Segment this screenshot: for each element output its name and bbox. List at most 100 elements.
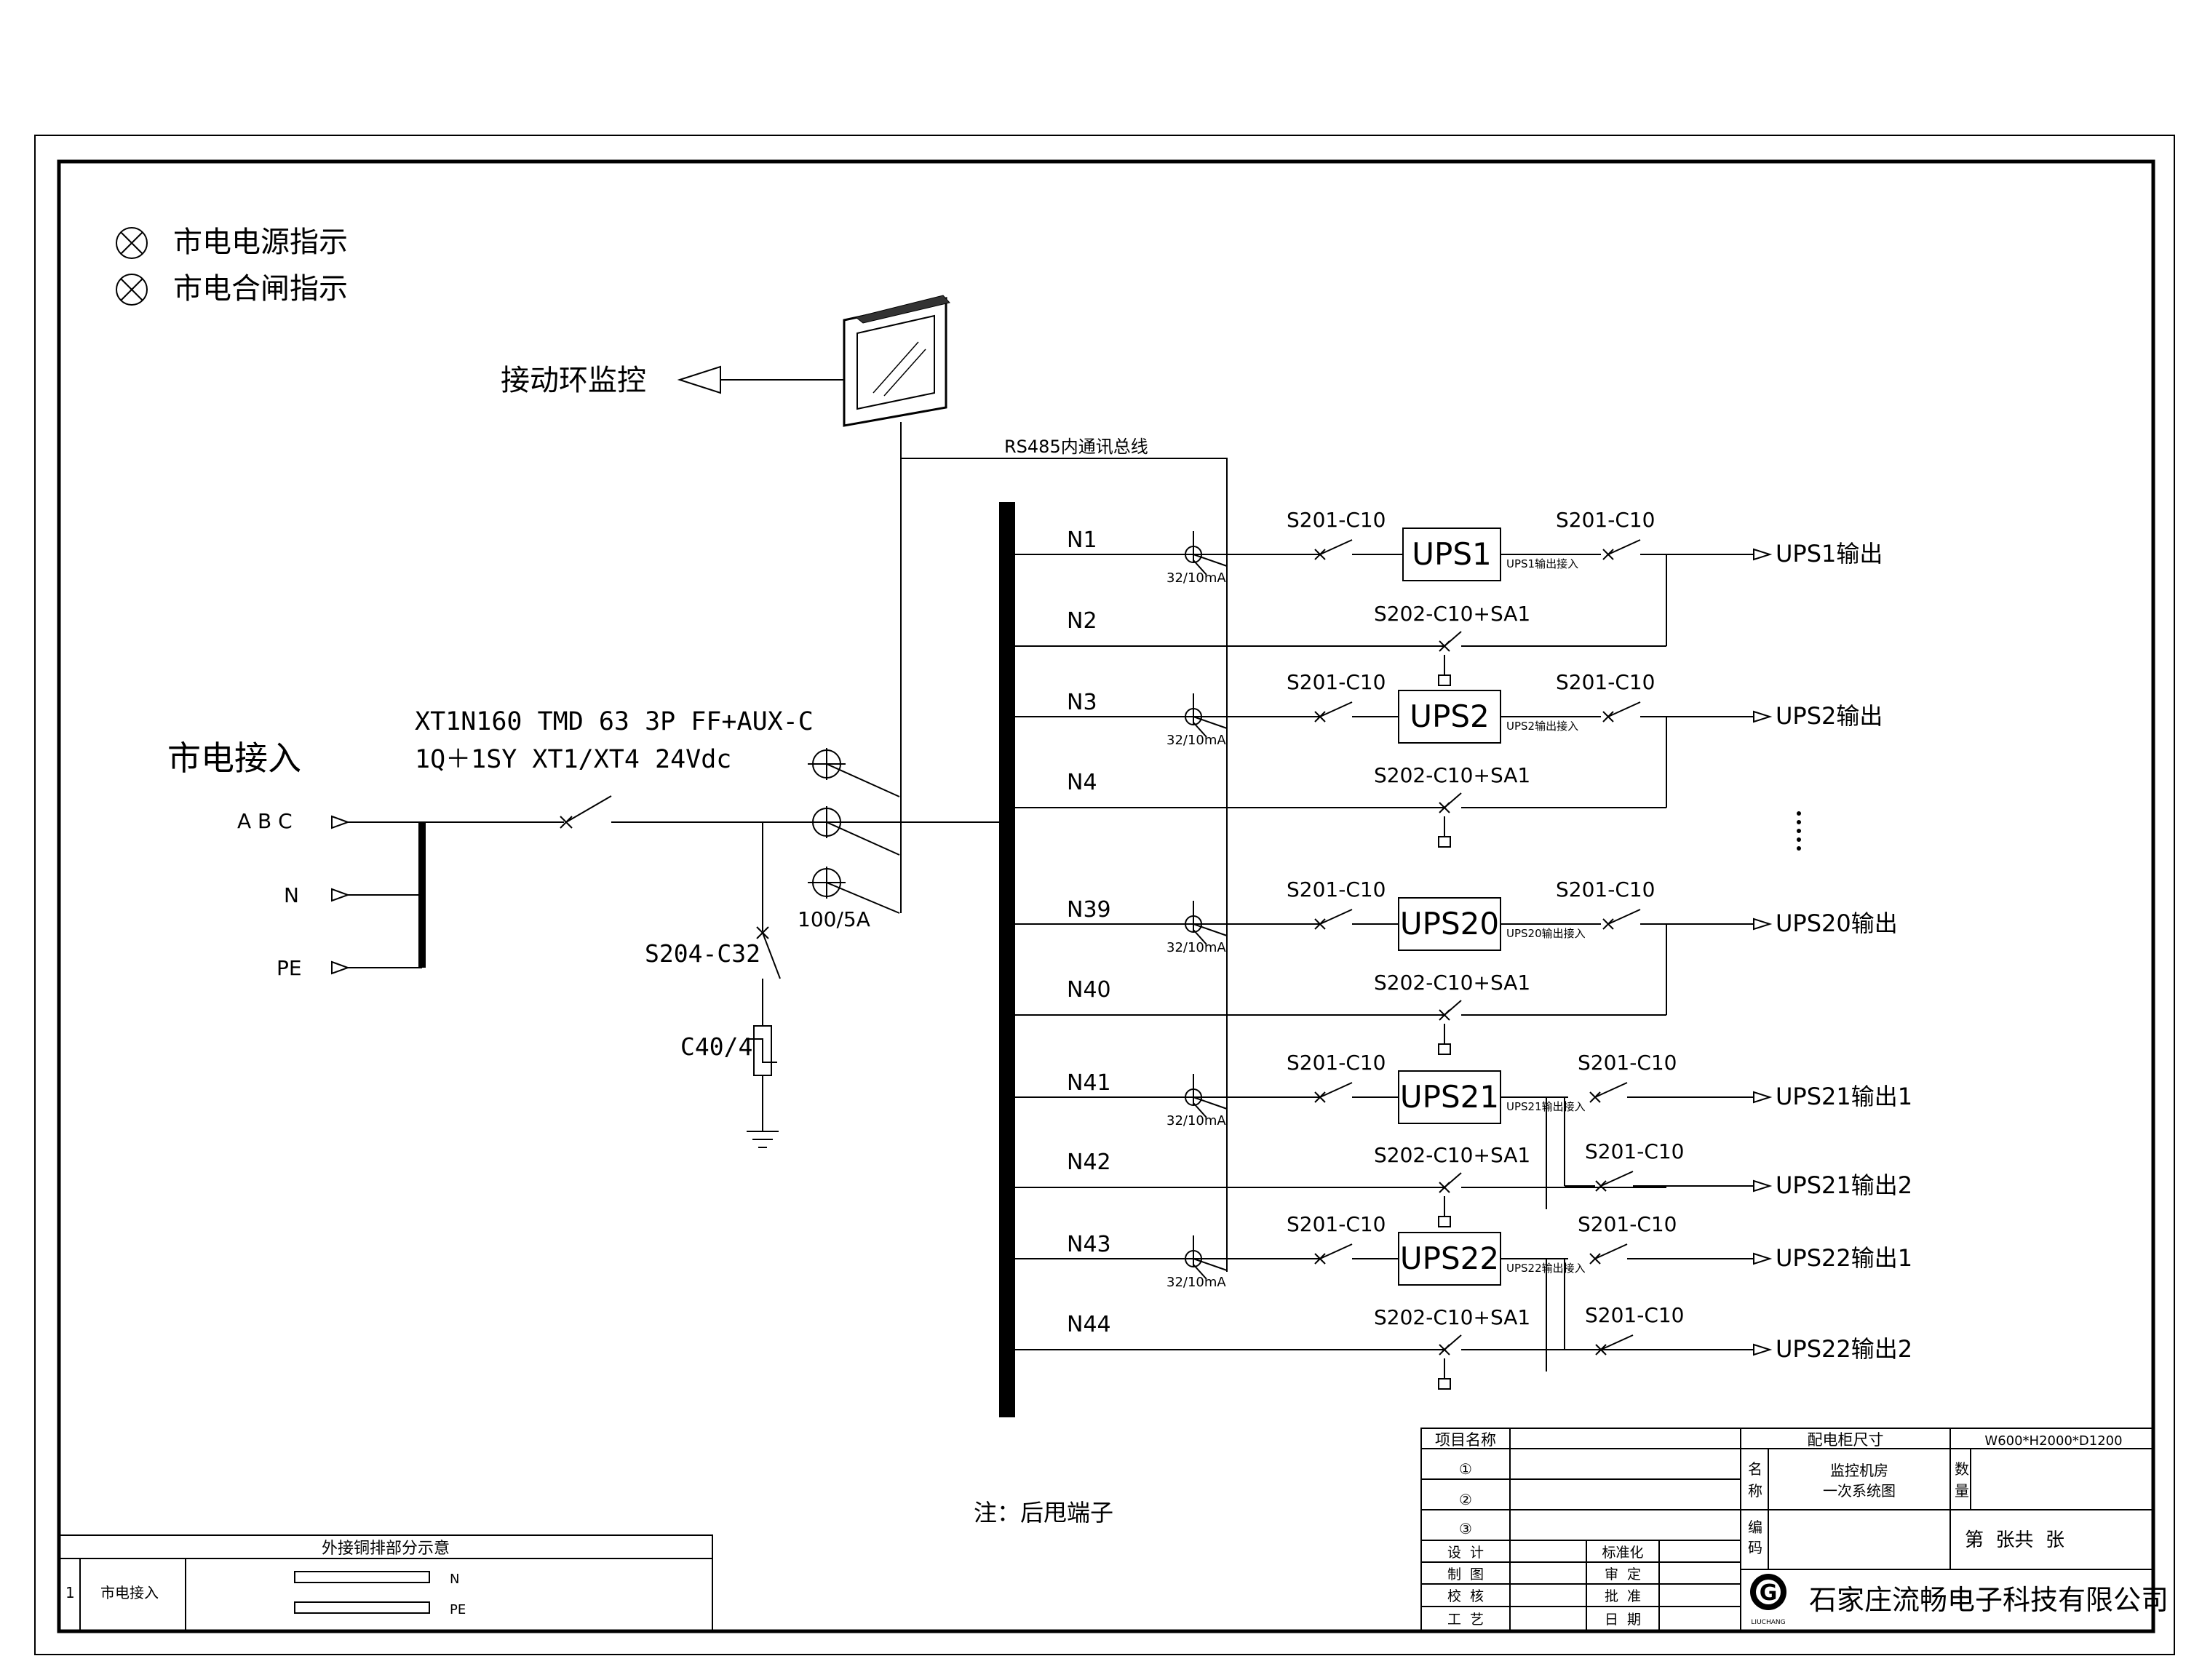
- bypass-breaker-label: S202-C10+SA1: [1374, 1305, 1530, 1329]
- sign-process: 工 艺: [1447, 1612, 1484, 1628]
- continuation-dots: [1797, 811, 1801, 851]
- ups-output-label: UPS22输出2: [1776, 1335, 1912, 1363]
- name-label-1: 名: [1748, 1460, 1762, 1478]
- ups-output-breaker-icon: [1600, 1334, 1634, 1350]
- sign-draw: 制 图: [1447, 1566, 1484, 1583]
- ups-output-breaker-icon: [1607, 701, 1641, 717]
- feeder-n-label: N43: [1067, 1232, 1111, 1257]
- busbar-n: [294, 1571, 430, 1583]
- rcd-icon: [1193, 554, 1228, 567]
- ups-output-tag: UPS1输出接入: [1506, 557, 1578, 570]
- ups-output-breaker-label: S201-C10: [1585, 1303, 1685, 1327]
- rcd-label: 32/10mA: [1166, 570, 1226, 586]
- code-label-2: 码: [1748, 1539, 1762, 1556]
- main-breaker-icon: [560, 795, 612, 829]
- busbar-pe: [294, 1601, 430, 1614]
- ups-label: UPS1: [1412, 536, 1491, 572]
- input-busbar: [418, 822, 426, 968]
- sign-check: 校 核: [1447, 1588, 1484, 1604]
- bypass-breaker-label: S202-C10+SA1: [1374, 1143, 1530, 1167]
- feeder-n-label: N39: [1067, 897, 1111, 923]
- current-transformer-icon: [812, 806, 900, 856]
- company-logo-icon: G LIUCHANG: [1750, 1574, 1786, 1626]
- ups-output-breaker-icon: [1594, 1243, 1628, 1259]
- rcd-icon: [1193, 1096, 1228, 1110]
- sign-design: 设 计: [1447, 1545, 1484, 1561]
- key-switch-icon: [1438, 1378, 1451, 1390]
- ups-output-tag: UPS20输出接入: [1506, 927, 1586, 940]
- bypass-breaker-icon: [1444, 1172, 1462, 1188]
- rcd-icon: [1193, 1102, 1207, 1118]
- ups-label: UPS20: [1400, 906, 1499, 941]
- output-arrow-icon: [1753, 917, 1773, 931]
- bypass-breaker-label: S202-C10+SA1: [1374, 763, 1530, 787]
- feeder-n-label: N41: [1067, 1070, 1111, 1096]
- rcd-icon: [1193, 1264, 1207, 1280]
- ups-input-breaker-icon: [1319, 701, 1353, 717]
- ups-input-breaker-icon: [1319, 1082, 1353, 1098]
- ups-output-breaker-icon: [1607, 909, 1641, 925]
- output-arrow-icon: [1753, 1179, 1773, 1193]
- monitor-label: 接动环监控: [501, 364, 646, 397]
- svg-text:G: G: [1760, 1580, 1778, 1606]
- rcd-icon: [1193, 1258, 1228, 1271]
- key-switch-icon: [1438, 1216, 1451, 1227]
- title-row-3: ③: [1459, 1520, 1472, 1537]
- title-block-text: 项目名称 ① ② ③ 配电柜尺寸 W600*H2000*D1200 名 称 监控…: [1435, 1431, 2169, 1628]
- ct-ratio-label: 100/5A: [798, 907, 870, 931]
- note-text: 注：后甩端子: [974, 1499, 1113, 1526]
- project-name-label: 项目名称: [1435, 1431, 1496, 1449]
- feeder-n-label: N2: [1067, 608, 1097, 634]
- outer-frame: [34, 135, 2175, 1655]
- rcd-icon: [1193, 923, 1228, 936]
- current-transformer-icon: [808, 748, 900, 797]
- ups-label: UPS21: [1400, 1079, 1499, 1115]
- rcd-icon: [1193, 929, 1207, 945]
- sign-approve: 批 准: [1605, 1588, 1641, 1604]
- phase-abc-label: A B C: [237, 809, 293, 833]
- ups-input-breaker-icon: [1319, 1243, 1353, 1259]
- phase-n-label: N: [284, 883, 299, 907]
- spd-breaker-icon: [756, 926, 781, 979]
- ups-output-breaker-icon: [1594, 1082, 1628, 1098]
- rs485-bus-label: RS485内通讯总线: [1004, 437, 1148, 457]
- drawing-name-line1: 监控机房: [1830, 1462, 1888, 1479]
- mains-title: 市电接入: [167, 739, 301, 778]
- ups-output-tag: UPS2输出接入: [1506, 720, 1578, 733]
- key-switch-icon: [1438, 1043, 1451, 1055]
- company-name: 石家庄流畅电子科技有限公司: [1809, 1584, 2169, 1616]
- bypass-breaker-label: S202-C10+SA1: [1374, 971, 1530, 995]
- feeder-n-label: N44: [1067, 1312, 1111, 1337]
- output-arrow-icon: [1753, 1091, 1773, 1104]
- ups-output-label: UPS2输出: [1776, 702, 1883, 730]
- key-switch-icon: [1438, 674, 1451, 686]
- ups-output-label: UPS20输出: [1776, 909, 1898, 937]
- bypass-breaker-icon: [1444, 1334, 1462, 1350]
- indicator-lamp-icon: [116, 227, 148, 259]
- ups-input-breaker-label: S201-C10: [1287, 670, 1386, 694]
- legend: 市电电源指示 市电合闸指示: [116, 226, 348, 306]
- rcd-icon: [1193, 560, 1207, 576]
- current-transformer-icon: [808, 867, 900, 914]
- title-block: [1420, 1428, 2154, 1632]
- ups-input-breaker-label: S201-C10: [1287, 508, 1386, 532]
- sign-standard: 标准化: [1602, 1545, 1643, 1561]
- feeder-n-label: N1: [1067, 528, 1097, 553]
- ups-output-breaker-label: S201-C10: [1556, 670, 1655, 694]
- busbar-table: 外接铜排部分示意 1 市电接入 N PE: [58, 1534, 713, 1632]
- cabinet-size-label: 配电柜尺寸: [1808, 1431, 1884, 1449]
- rcd-label: 32/10mA: [1166, 1275, 1226, 1290]
- rcd-icon: [1193, 722, 1207, 738]
- busbar-table-title: 外接铜排部分示意: [322, 1540, 450, 1558]
- output-arrow-icon: [1753, 710, 1773, 723]
- ups-output-breaker-label: S201-C10: [1556, 508, 1655, 532]
- terminal-icon: [331, 815, 350, 829]
- ups-label: UPS2: [1410, 698, 1489, 734]
- spd-breaker-label: S204-C32: [645, 939, 760, 968]
- arrow-left-icon: [677, 365, 721, 394]
- terminal-icon: [331, 888, 350, 902]
- ups-output-label: UPS21输出2: [1776, 1171, 1912, 1199]
